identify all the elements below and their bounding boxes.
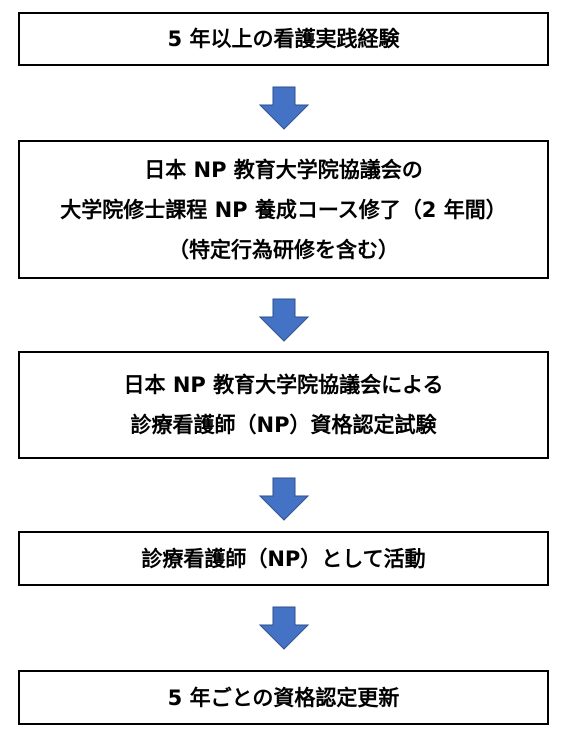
step-text: 診療看護師（NP）資格認定試験 xyxy=(130,413,437,437)
step-text: 日本 NP 教育大学院協議会による xyxy=(123,373,444,397)
step-text: 診療看護師（NP）として活動 xyxy=(141,546,426,571)
down-arrow-icon xyxy=(259,86,309,130)
flow-step-experience: 5 年以上の看護実践経験 xyxy=(18,12,549,66)
step-text: 日本 NP 教育大学院協議会の xyxy=(144,157,423,182)
flow-step-activity: 診療看護師（NP）として活動 xyxy=(18,531,549,586)
down-arrow-icon xyxy=(259,298,309,342)
flow-step-certification-exam: 日本 NP 教育大学院協議会による 診療看護師（NP）資格認定試験 xyxy=(18,351,549,459)
down-arrow-icon xyxy=(259,606,309,650)
flow-step-graduate-program: 日本 NP 教育大学院協議会の 大学院修士課程 NP 養成コース修了（2 年間）… xyxy=(18,140,549,279)
step-text: 5 年ごとの資格認定更新 xyxy=(167,685,400,710)
down-arrow-icon xyxy=(259,477,309,521)
step-text: 大学院修士課程 NP 養成コース修了（2 年間） xyxy=(60,197,507,222)
flow-step-renewal: 5 年ごとの資格認定更新 xyxy=(18,670,549,725)
step-text: （特定行為研修を含む） xyxy=(168,237,399,262)
step-text: 5 年以上の看護実践経験 xyxy=(167,27,400,51)
